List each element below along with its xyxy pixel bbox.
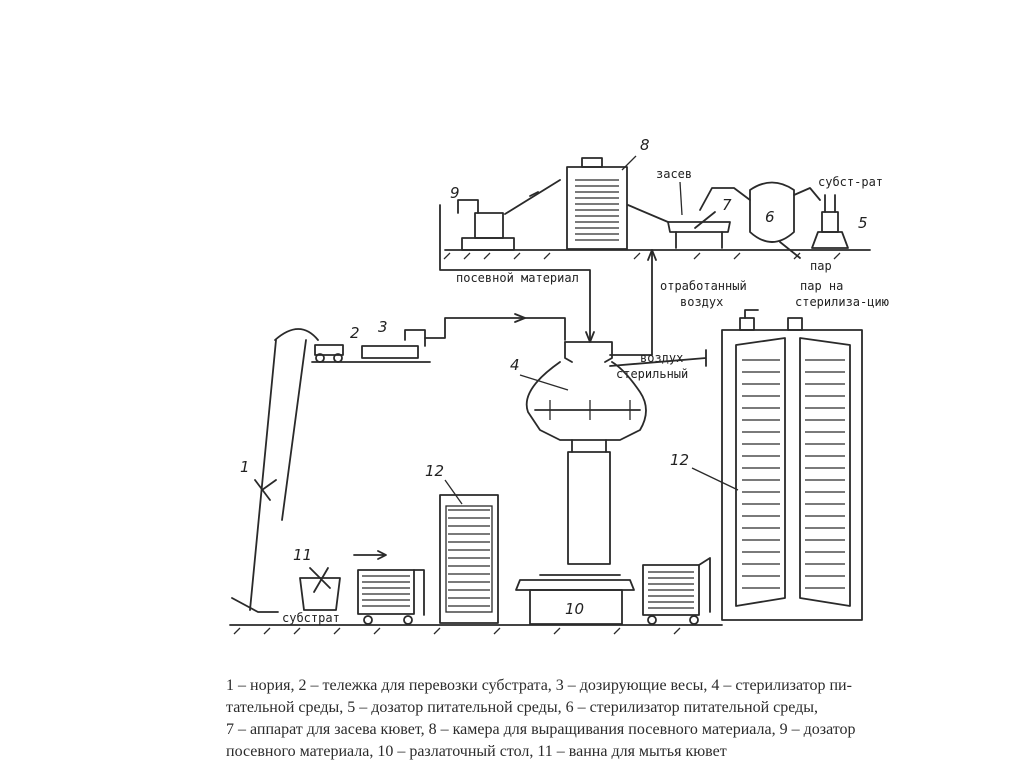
label-substrat-top: субст-рат: [818, 175, 883, 189]
label-sterilizaciyu: стерилиза-цию: [795, 295, 889, 309]
label-3: 3: [378, 318, 388, 336]
label-posevnoy: посевной материал: [456, 271, 579, 285]
label-12a: 12: [425, 462, 444, 480]
unit-4-sterilizer-column: 4: [510, 341, 647, 565]
steam-line: пар на стерилиза-цию: [739, 279, 889, 331]
caption-line-2: тательной среды, 5 – дозатор питательной…: [226, 699, 819, 716]
unit-11-wash-tank: 11: [293, 546, 387, 611]
caption-line-4: посевного материала, 10 – разлаточный ст…: [226, 743, 727, 760]
label-2: 2: [350, 324, 360, 342]
unit-8-seed-chamber: 8: [566, 136, 650, 250]
tray-cart-right: [642, 557, 711, 625]
label-vozdukh-steril-2: стерильный: [616, 367, 688, 381]
unit-5-medium-dispenser: субст-рат 5: [811, 175, 883, 249]
caption-line-3: 7 – аппарат для засева кювет, 8 – камера…: [226, 721, 856, 738]
label-12b: 12: [670, 451, 689, 469]
label-otrabotanny: отработанный: [660, 279, 747, 293]
label-vozdukh: воздух: [680, 295, 723, 309]
label-substrat-bottom: субстрат: [282, 611, 340, 625]
pipe-9-to-8: [504, 179, 561, 215]
unit-12-small-rack: 12: [425, 462, 499, 624]
sterile-air-line: воздух стерильный: [609, 349, 707, 381]
label-4: 4: [510, 356, 520, 374]
unit-6-sterilizer: 6 пар: [699, 181, 832, 273]
waste-air-line: отработанный воздух: [609, 249, 747, 356]
unit-10-layout-table: 10: [515, 574, 635, 625]
unit-12-large-cabinet: 12: [670, 329, 863, 621]
label-1: 1: [240, 458, 250, 476]
label-10: 10: [565, 600, 584, 618]
label-9: 9: [450, 184, 460, 202]
figure-caption: 1 – нория, 2 – тележка для перевозки суб…: [226, 675, 1016, 763]
label-6: 6: [765, 208, 775, 226]
process-diagram: 9 8 7 засев 6 пар субст-рат 5: [229, 136, 889, 635]
unit-7-inoculation-apparatus: 7 засев: [627, 167, 732, 249]
label-par-na: пар на: [800, 279, 843, 293]
lower-floor: субстрат: [229, 611, 723, 635]
mid-platform: 2 3: [311, 313, 566, 363]
label-7: 7: [722, 196, 732, 214]
tray-cart-left: [357, 569, 425, 625]
label-par: пар: [810, 259, 832, 273]
label-8: 8: [640, 136, 650, 154]
upper-floor: [443, 249, 871, 260]
label-5: 5: [858, 214, 868, 232]
unit-1-elevator: 1: [231, 328, 319, 613]
label-11: 11: [293, 546, 312, 564]
caption-line-1: 1 – нория, 2 – тележка для перевозки суб…: [226, 677, 852, 694]
unit-9-seed-dispenser: 9: [450, 184, 515, 251]
label-zasev: засев: [656, 167, 692, 181]
